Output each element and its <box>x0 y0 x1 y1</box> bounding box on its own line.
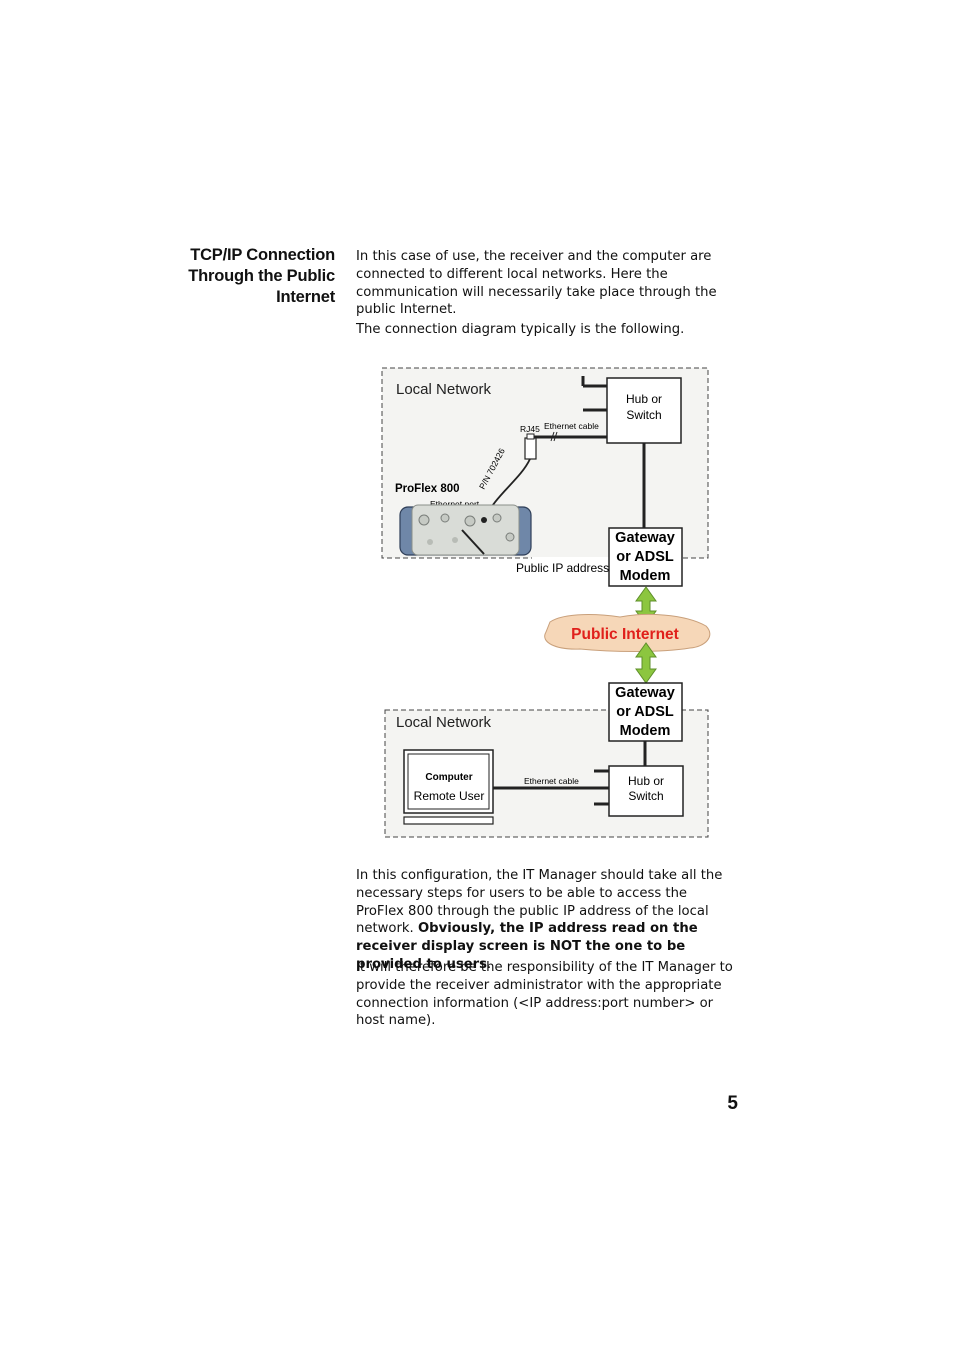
configuration-text: In this configuration, the IT Manager sh… <box>356 868 723 937</box>
intro-paragraph: In this case of use, the receiver and th… <box>356 249 717 318</box>
heading-line-2: Through the Public <box>188 267 335 285</box>
ethernet-port-label: Ethernet port <box>430 499 480 509</box>
diagram-intro-paragraph: The connection diagram typically is the … <box>356 322 685 337</box>
heading-line-1: TCP/IP Connection <box>190 246 335 264</box>
bottom-gateway-line-1: Gateway <box>615 685 675 701</box>
top-gateway-box <box>608 527 683 587</box>
computer-user: Remote User <box>414 789 485 803</box>
device-name: ProFlex 800 <box>395 483 460 495</box>
top-gateway-line-3: Modem <box>620 568 671 584</box>
top-gateway-line-1: Gateway <box>615 530 675 546</box>
section-heading: TCP/IP Connection Through the Public Int… <box>150 245 335 308</box>
public-ip-label: Public IP address <box>516 561 609 575</box>
bottom-hub-line-2: Switch <box>628 789 663 803</box>
page-number: 5 <box>727 1093 738 1114</box>
configuration-end: . <box>487 956 492 972</box>
computer-icon <box>403 749 494 825</box>
rj45-connector <box>524 437 537 460</box>
top-hub-line-1: Hub or <box>626 392 662 406</box>
top-hub-line-2: Switch <box>626 408 661 422</box>
responsibility-paragraph: It will therefore be the responsibility … <box>356 960 733 1029</box>
rj45-label: RJ45 <box>520 424 540 434</box>
top-gateway-line-2: or ADSL <box>616 549 674 565</box>
top-hub-box <box>606 377 682 444</box>
top-cable-label: Ethernet cable <box>544 421 599 431</box>
warning-bold-text: Obviously, the IP address read on the re… <box>356 921 698 972</box>
internet-cloud <box>544 613 711 652</box>
bottom-cable-label: Ethernet cable <box>524 776 579 786</box>
bottom-gateway-line-3: Modem <box>620 723 671 739</box>
heading-line-3: Internet <box>276 288 335 306</box>
bottom-network-label: Local Network <box>396 714 492 731</box>
cloud-label: Public Internet <box>571 626 679 643</box>
configuration-paragraph: In this configuration, the IT Manager sh… <box>356 867 738 974</box>
top-network-label: Local Network <box>396 381 492 398</box>
bottom-hub-box <box>608 765 684 817</box>
proflex-device-image <box>399 504 532 556</box>
bottom-gateway-line-2: or ADSL <box>616 704 674 720</box>
bottom-hub-line-1: Hub or <box>628 774 664 788</box>
computer-title: Computer <box>425 772 472 783</box>
connection-diagram: Local Network Hub or Switch Ethernet cab… <box>381 367 711 838</box>
